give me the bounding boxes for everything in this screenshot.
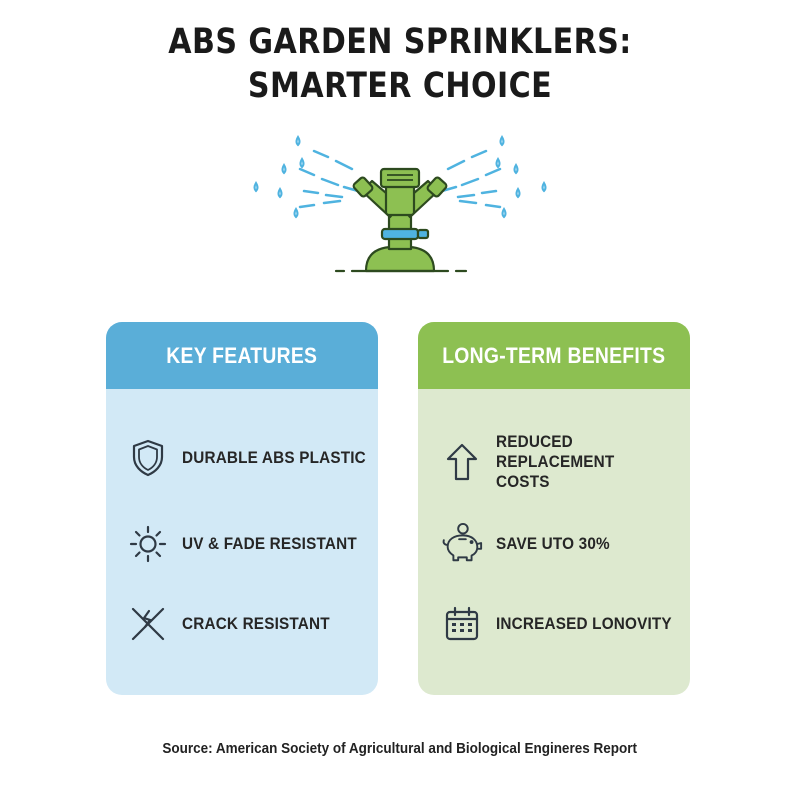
- page-title: ABS GARDEN SPRINKLERS: SMARTER CHOICE: [56, 20, 744, 108]
- title-line-1: ABS GARDEN SPRINKLERS:: [168, 22, 632, 62]
- sprinkler-icon: [253, 135, 547, 273]
- sun-icon: [128, 524, 168, 564]
- benefit-item-longevity: INCREASED LONOVITY: [418, 588, 690, 660]
- feature-label: UV & FADE RESISTANT: [182, 534, 357, 553]
- long-term-benefits-card: LONG-TERM BENEFITS REDUCED REPLACEMENT C…: [418, 322, 690, 695]
- sprinkler-illustration: [240, 125, 560, 285]
- benefit-item-costs: REDUCED REPLACEMENT COSTS: [418, 422, 690, 502]
- calendar-icon: [440, 602, 484, 646]
- key-features-card: KEY FEATURES DURABLE ABS PLASTIC: [106, 322, 378, 695]
- feature-label: CRACK RESISTANT: [182, 614, 330, 633]
- source-citation: Source: American Society of Agricultural…: [0, 740, 800, 757]
- long-term-benefits-heading: LONG-TERM BENEFITS: [442, 342, 666, 368]
- title-line-2: SMARTER CHOICE: [247, 66, 553, 106]
- benefit-label-line: REDUCED: [496, 432, 573, 451]
- crack-icon: [128, 604, 168, 644]
- key-features-heading: KEY FEATURES: [166, 342, 318, 368]
- benefit-item-save: SAVE UTO 30%: [418, 508, 690, 580]
- key-features-header: KEY FEATURES: [106, 322, 378, 389]
- feature-item-crack: CRACK RESISTANT: [106, 588, 378, 660]
- feature-item-uv: UV & FADE RESISTANT: [106, 508, 378, 580]
- arrow-up-icon: [440, 440, 484, 484]
- feature-item-durable: DURABLE ABS PLASTIC: [106, 422, 378, 494]
- source-text: Source: American Society of Agricultural…: [162, 740, 638, 757]
- long-term-benefits-header: LONG-TERM BENEFITS: [418, 322, 690, 389]
- benefit-label-line: COSTS: [496, 472, 550, 491]
- benefit-label-costs: REDUCED REPLACEMENT COSTS: [496, 432, 614, 492]
- shield-icon: [128, 438, 168, 478]
- feature-label: DURABLE ABS PLASTIC: [182, 448, 366, 467]
- benefit-label: INCREASED LONOVITY: [496, 614, 672, 633]
- piggy-bank-icon: [440, 522, 484, 566]
- benefit-label-line: REPLACEMENT: [496, 452, 615, 471]
- benefit-label: SAVE UTO 30%: [496, 534, 610, 553]
